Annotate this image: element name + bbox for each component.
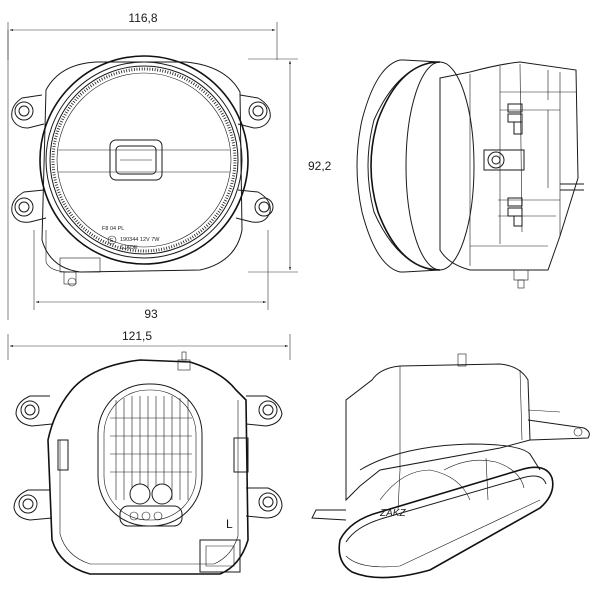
lens-marking-line3: SJADE: [120, 245, 138, 251]
mounting-ear-left-bottom: [11, 189, 47, 223]
side-housing: [439, 61, 579, 271]
mounting-ear-left-top: [11, 94, 45, 129]
lens-approval-mark: E: [110, 238, 114, 244]
front-bottom-label: 93: [144, 307, 158, 321]
lens-markings: F8 04 PL E 190344 12V 7W SJADE: [102, 226, 160, 251]
side-view: [356, 59, 584, 289]
rear-connector: [119, 483, 183, 527]
front-height-label: 92,2: [308, 159, 332, 173]
rear-mounting-ear-right-top: [245, 395, 283, 427]
front-lens-texture: [51, 67, 237, 253]
rear-view: 121,5: [7, 329, 291, 575]
front-light-element: [58, 139, 230, 181]
mounting-ear-right-top: [237, 94, 271, 129]
lens-marking-line2: 190344 12V 7W: [120, 237, 160, 243]
rear-mounting-ear-left-bottom: [13, 489, 53, 521]
front-view: 116,8 92,2 93: [7, 11, 332, 321]
perspective-lens: [338, 466, 554, 579]
perspective-housing: [345, 363, 531, 502]
rear-housing: [47, 359, 249, 575]
dimension-front-bottom: 93: [33, 230, 269, 321]
front-width-label: 116,8: [128, 11, 157, 25]
dimension-front-width: 116,8: [7, 11, 278, 60]
rear-mounting-ear-right-bottom: [245, 487, 283, 519]
dimension-front-height: 92,2: [248, 58, 332, 273]
mounting-ear-right-bottom: [235, 189, 274, 223]
side-connector-upper: [507, 103, 523, 135]
dimension-rear-width: 121,5: [7, 329, 291, 360]
rear-heatsink: [97, 383, 203, 527]
front-housing: [41, 61, 243, 273]
front-bezel-ring: [39, 55, 249, 265]
perspective-bracket: [527, 409, 590, 441]
lens-marking-line1: F8 04 PL: [102, 226, 124, 232]
rear-width-label: 121,5: [122, 329, 152, 343]
side-connector-lower: [507, 197, 523, 227]
perspective-logo: ZAKZ: [379, 508, 406, 519]
side-adjust-screw: [483, 149, 584, 191]
rear-side-marker: L: [226, 517, 233, 531]
rear-mounting-ear-left-top: [15, 395, 53, 427]
perspective-view: ZAKZ: [311, 353, 590, 579]
